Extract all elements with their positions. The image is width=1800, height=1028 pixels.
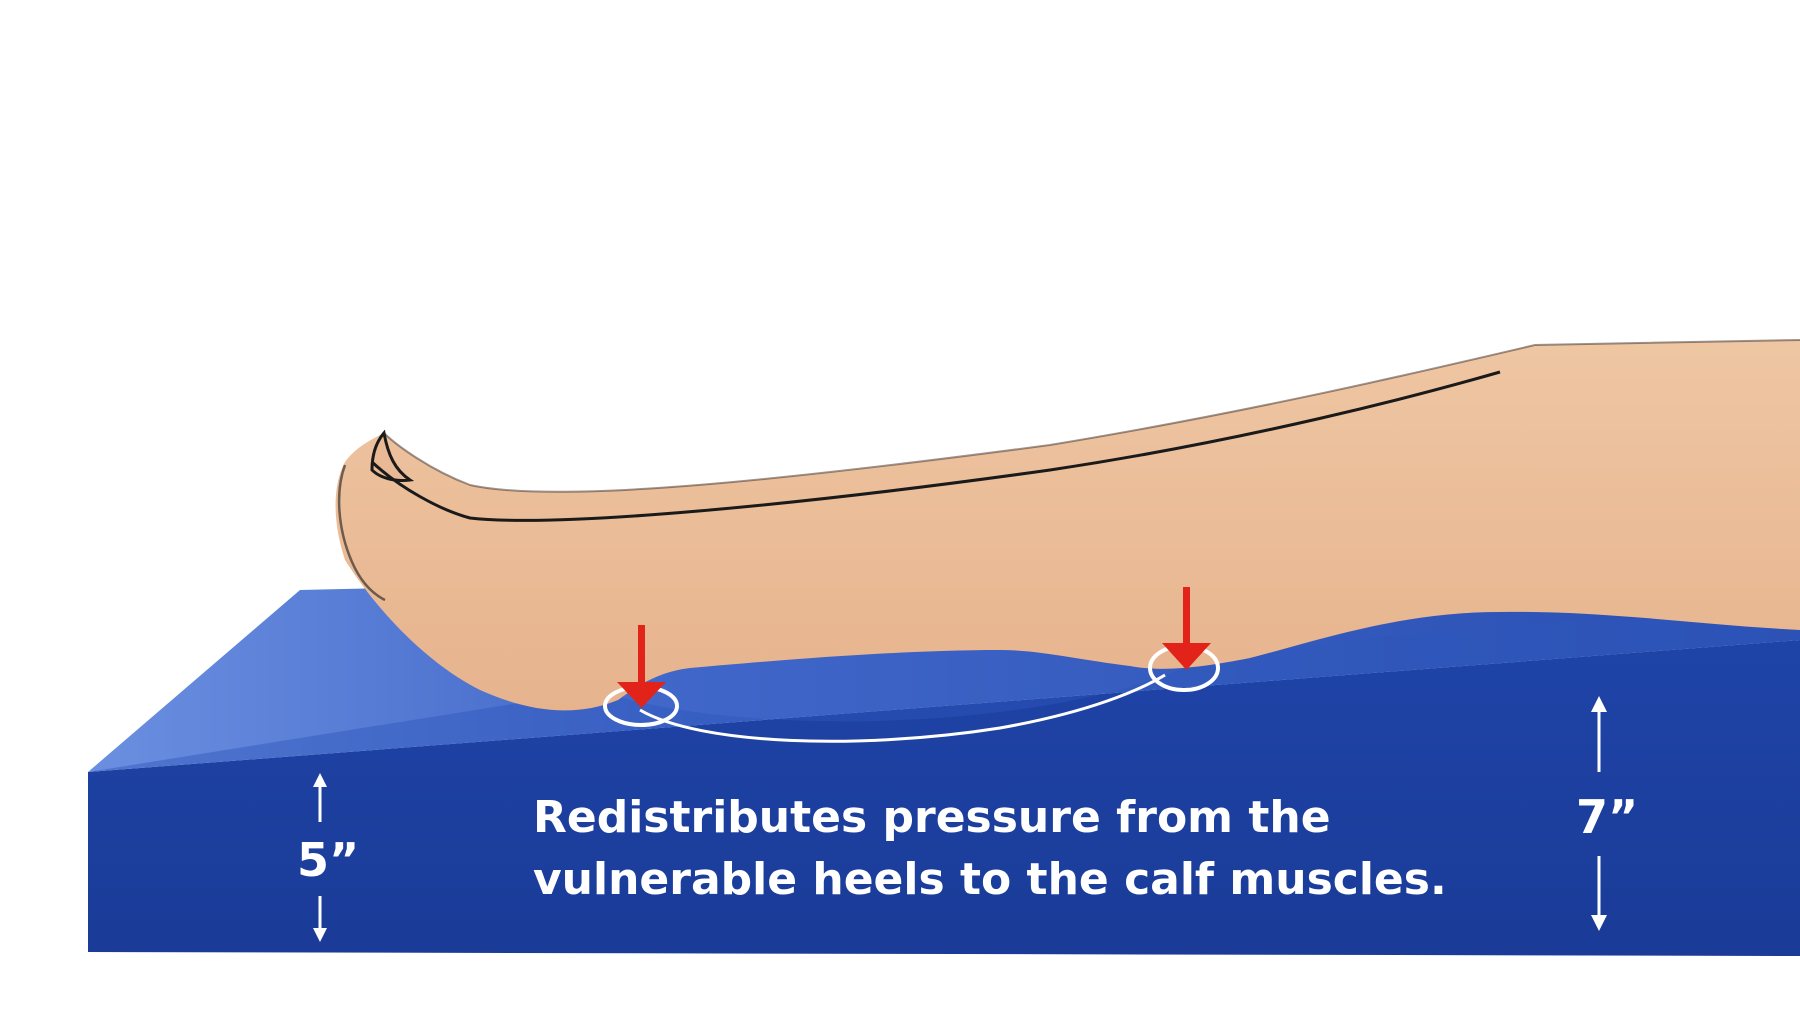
up-arrow-icon — [313, 773, 327, 822]
caption-line-2: vulnerable heels to the calf muscles. — [533, 854, 1447, 905]
high-end-dimension: 7” — [1576, 696, 1638, 931]
high-end-height-label: 7” — [1576, 790, 1638, 844]
pressure-path-line — [639, 673, 1166, 743]
pressure-arrow-icon — [617, 625, 666, 708]
leg-top-edge — [383, 339, 1800, 493]
wedge-depression — [88, 612, 1800, 772]
down-arrow-icon — [313, 896, 327, 942]
up-arrow-icon — [1591, 696, 1607, 772]
down-arrow-icon — [1591, 856, 1607, 931]
wedge-front-face — [88, 640, 1800, 956]
leg-contour-line — [370, 370, 1501, 522]
low-end-height-label: 5” — [297, 833, 359, 887]
pressure-arrow-icon — [1162, 587, 1211, 670]
foot-outline — [337, 464, 386, 602]
leg — [335, 340, 1800, 711]
low-end-dimension: 5” — [297, 773, 359, 942]
caption-line-1: Redistributes pressure from the — [533, 792, 1331, 843]
